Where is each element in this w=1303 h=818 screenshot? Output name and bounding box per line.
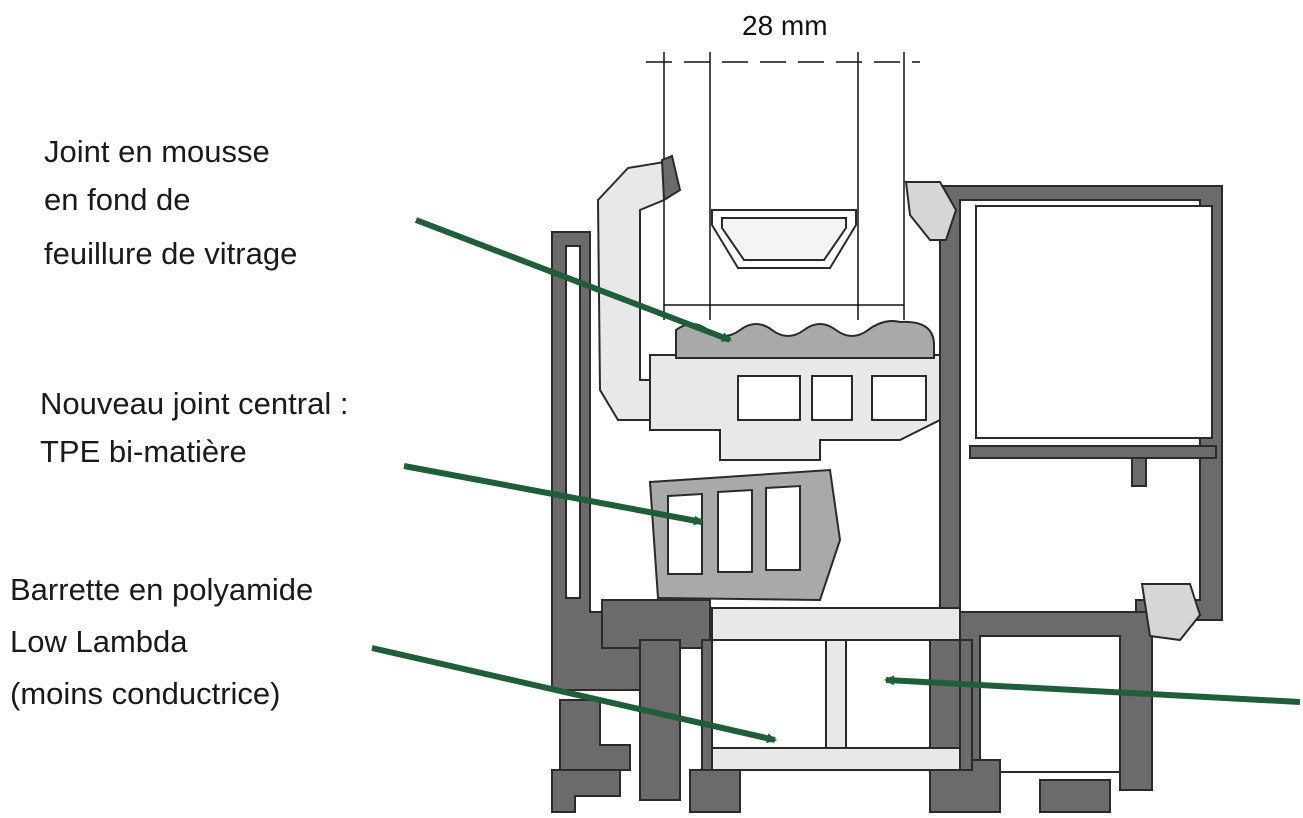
bottom-feet	[551, 769, 741, 813]
label-polyamide-line-2: Low Lambda	[10, 624, 188, 659]
central-profile	[649, 354, 941, 461]
label-central-joint-line-2: TPE bi-matière	[40, 434, 247, 469]
dimension-label: 28 mm	[742, 10, 828, 41]
label-foam-joint-line-3: feuillure de vitrage	[44, 236, 298, 271]
arrow-central-joint	[403, 463, 704, 526]
label-central-joint-line-1: Nouveau joint central :	[40, 386, 349, 421]
label-polyamide-line-1: Barrette en polyamide	[10, 572, 314, 607]
label-foam-joint-line-2: en fond de	[44, 182, 191, 217]
right-frame-profile	[939, 185, 1223, 621]
tpe-central-joint	[648, 468, 842, 602]
label-polyamide-line-3: (moins conductrice)	[10, 676, 281, 711]
outer-frame-profile	[551, 231, 711, 801]
dimension-lines	[646, 52, 920, 320]
arrow-polyamide	[371, 645, 777, 744]
leader-arrows	[371, 217, 1301, 744]
thermal-break	[701, 607, 973, 771]
label-foam-joint-line-1: Joint en mousse	[44, 134, 270, 169]
foam-gasket	[675, 320, 935, 359]
right-glazing-gasket	[904, 181, 1202, 642]
arrow-right	[884, 675, 1301, 705]
arrow-foam-joint	[414, 217, 732, 343]
sash-profile	[596, 154, 687, 421]
glass-spacer	[711, 209, 857, 269]
